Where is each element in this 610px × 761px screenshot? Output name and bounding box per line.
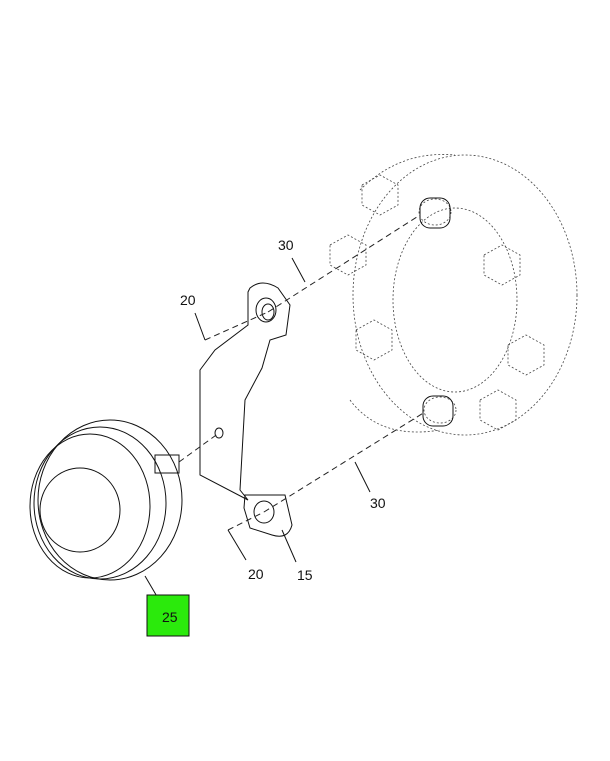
callout-30-bottom: 30: [370, 495, 386, 511]
horn: [29, 419, 183, 581]
callout-20-bottom: 20: [248, 566, 264, 582]
callout-30-top: 30: [278, 237, 294, 253]
callout-20-top: 20: [180, 292, 196, 308]
callout-25[interactable]: 25: [162, 609, 178, 625]
wheel-nuts: [329, 174, 545, 431]
callout-15: 15: [297, 567, 313, 583]
callout-25-highlight[interactable]: [146, 594, 190, 637]
wheel-flange: [349, 154, 578, 436]
mounting-bracket: [199, 282, 293, 537]
studs: [419, 197, 454, 427]
